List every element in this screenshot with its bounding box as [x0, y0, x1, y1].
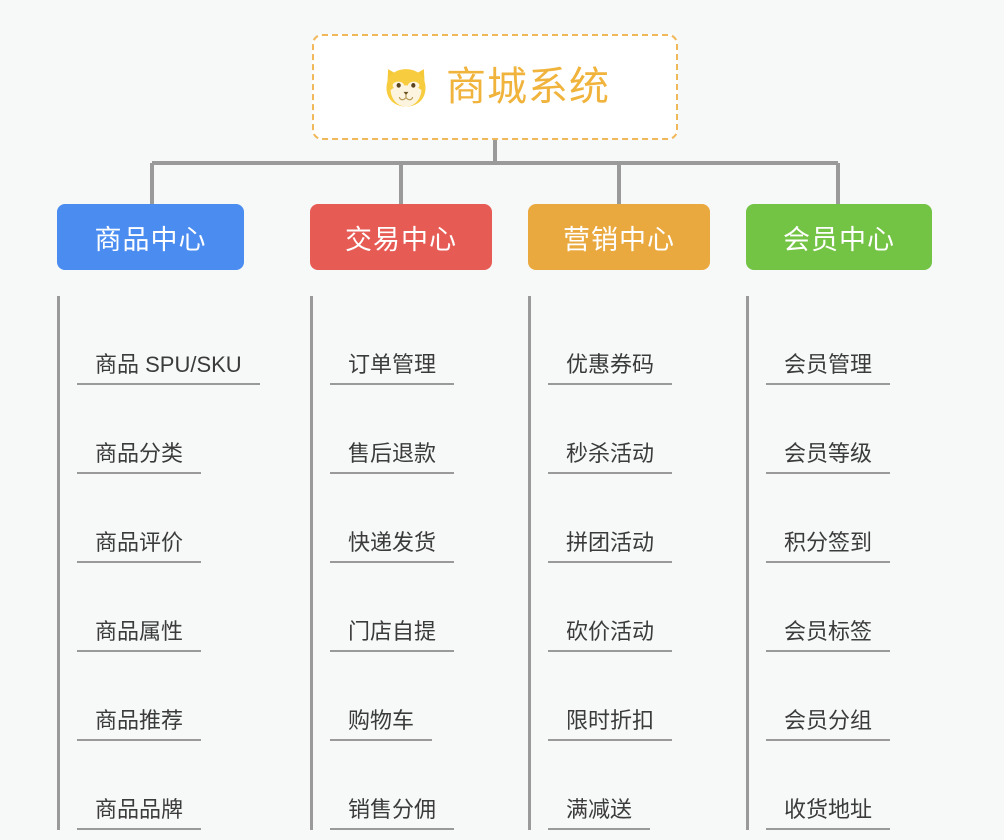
- leaf-item[interactable]: 限时折扣: [548, 652, 710, 741]
- shiba-dog-face-icon: [386, 69, 426, 107]
- branch-column-0: 商品中心商品 SPU/SKU 商品分类商品评价商品属性商品推荐商品品牌: [57, 204, 260, 830]
- category-label: 交易中心: [345, 224, 457, 255]
- category-box-3[interactable]: 会员中心: [746, 204, 932, 270]
- leaf-item-label: 商品推荐: [77, 708, 202, 741]
- leaf-item-label: 商品分类: [77, 441, 202, 474]
- leaf-item[interactable]: 购物车: [330, 652, 492, 741]
- leaf-item[interactable]: 商品 SPU/SKU: [77, 296, 260, 385]
- leaf-item[interactable]: 会员标签: [766, 563, 932, 652]
- leaf-item[interactable]: 会员等级: [766, 385, 932, 474]
- root-title: 商城系统: [446, 65, 610, 109]
- branch-column-1: 交易中心订单管理售后退款快递发货门店自提购物车销售分佣: [310, 204, 492, 830]
- leaf-item[interactable]: 秒杀活动: [548, 385, 710, 474]
- leaf-item[interactable]: 会员分组: [766, 652, 932, 741]
- leaf-item-label: 积分签到: [766, 530, 891, 563]
- leaf-list-0: 商品 SPU/SKU 商品分类商品评价商品属性商品推荐商品品牌: [57, 296, 260, 830]
- category-label: 商品中心: [94, 224, 207, 255]
- leaf-item-label: 门店自提: [330, 619, 455, 652]
- leaf-item-label: 购物车: [330, 708, 433, 741]
- leaf-item[interactable]: 积分签到: [766, 474, 932, 563]
- leaf-item-label: 商品品牌: [77, 797, 202, 830]
- branch-column-2: 营销中心优惠券码秒杀活动拼团活动砍价活动限时折扣满减送: [528, 204, 710, 830]
- category-box-0[interactable]: 商品中心: [57, 204, 244, 270]
- leaf-item[interactable]: 满减送: [548, 741, 710, 830]
- leaf-item[interactable]: 商品推荐: [77, 652, 260, 741]
- leaf-item-label: 收货地址: [766, 797, 891, 830]
- leaf-item[interactable]: 门店自提: [330, 563, 492, 652]
- leaf-item-label: 会员等级: [766, 441, 891, 474]
- leaf-item[interactable]: 售后退款: [330, 385, 492, 474]
- leaf-item-label: 秒杀活动: [548, 441, 673, 474]
- leaf-item[interactable]: 收货地址: [766, 741, 932, 830]
- leaf-item-label: 拼团活动: [548, 530, 673, 563]
- category-label: 会员中心: [783, 224, 895, 255]
- leaf-item[interactable]: 商品评价: [77, 474, 260, 563]
- leaf-item[interactable]: 快递发货: [330, 474, 492, 563]
- leaf-item-label: 商品 SPU/SKU: [77, 352, 260, 385]
- leaf-item-label: 快递发货: [330, 530, 455, 563]
- branch-column-3: 会员中心会员管理会员等级积分签到会员标签会员分组收货地址: [746, 204, 932, 830]
- leaf-item-label: 满减送: [548, 797, 651, 830]
- leaf-item[interactable]: 销售分佣: [330, 741, 492, 830]
- leaf-list-2: 优惠券码秒杀活动拼团活动砍价活动限时折扣满减送: [528, 296, 710, 830]
- leaf-item-label: 限时折扣: [548, 708, 673, 741]
- leaf-item[interactable]: 砍价活动: [548, 563, 710, 652]
- category-box-2[interactable]: 营销中心: [528, 204, 710, 270]
- leaf-item-label: 会员分组: [766, 708, 891, 741]
- leaf-item-label: 订单管理: [330, 352, 455, 385]
- leaf-item[interactable]: 拼团活动: [548, 474, 710, 563]
- category-label: 营销中心: [563, 224, 675, 255]
- leaf-item-label: 砍价活动: [548, 619, 673, 652]
- leaf-item[interactable]: 订单管理: [330, 296, 492, 385]
- leaf-item-label: 会员管理: [766, 352, 891, 385]
- leaf-item[interactable]: 优惠券码: [548, 296, 710, 385]
- leaf-list-3: 会员管理会员等级积分签到会员标签会员分组收货地址: [746, 296, 932, 830]
- leaf-item-label: 优惠券码: [548, 352, 673, 385]
- leaf-list-1: 订单管理售后退款快递发货门店自提购物车销售分佣: [310, 296, 492, 830]
- leaf-item[interactable]: 商品品牌: [77, 741, 260, 830]
- leaf-item-label: 商品属性: [77, 619, 202, 652]
- leaf-item-label: 商品评价: [77, 530, 202, 563]
- leaf-item-label: 会员标签: [766, 619, 891, 652]
- leaf-item[interactable]: 会员管理: [766, 296, 932, 385]
- root-node[interactable]: 商城系统: [312, 34, 678, 140]
- leaf-item-label: 售后退款: [330, 441, 455, 474]
- category-box-1[interactable]: 交易中心: [310, 204, 492, 270]
- leaf-item[interactable]: 商品分类: [77, 385, 260, 474]
- leaf-item[interactable]: 商品属性: [77, 563, 260, 652]
- leaf-item-label: 销售分佣: [330, 797, 455, 830]
